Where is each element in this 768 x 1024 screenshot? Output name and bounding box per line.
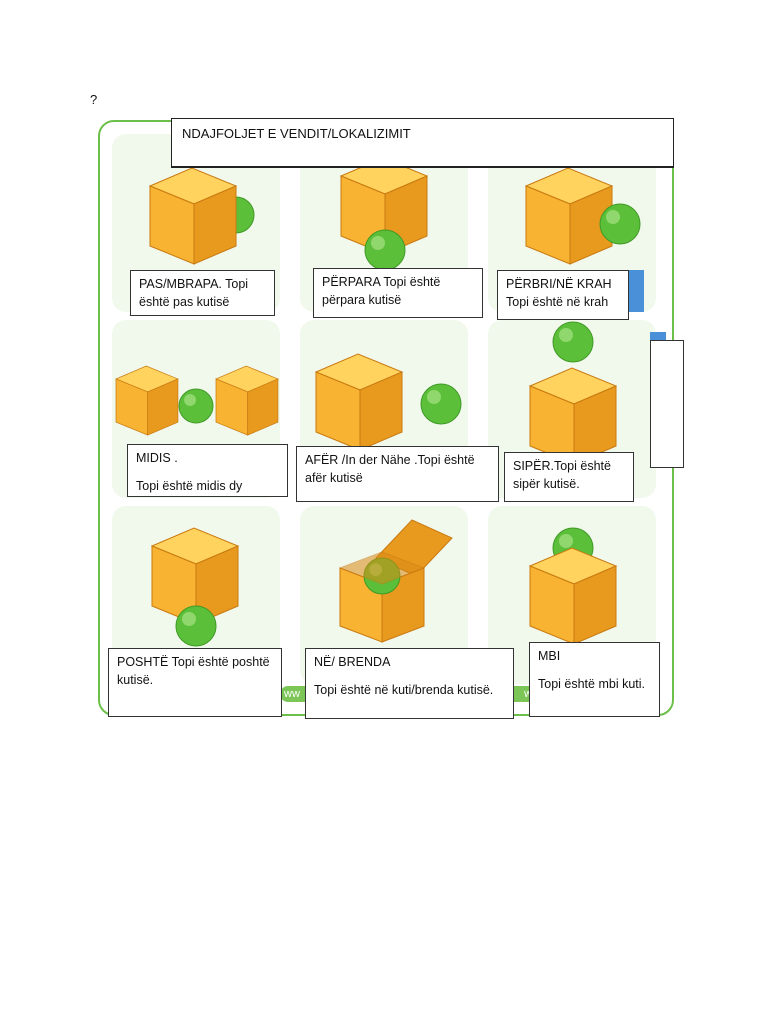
label-heading: NË/ BRENDA: [314, 655, 391, 669]
label-text: është pas kutisë: [139, 295, 230, 309]
ball-highlight: [427, 390, 441, 404]
label-text: afër kutisë: [305, 471, 363, 485]
label-midis: MIDIS . Topi është midis dy: [127, 444, 288, 497]
footer-url: ww: [284, 688, 300, 700]
ball-highlight: [559, 534, 573, 548]
label-text: Topi është në kuti/brenda kutisë.: [314, 683, 494, 697]
illustration-behind: [148, 167, 255, 265]
illustration-on-top: [528, 527, 618, 645]
illustration-beside: [524, 167, 641, 265]
label-siper: SIPËR.Topi është sipër kutisë.: [504, 452, 634, 502]
label-heading: SIPËR.Topi është: [513, 459, 611, 473]
label-poshte: POSHTË Topi është poshtë kutisë.: [108, 648, 282, 717]
ball-highlight: [606, 210, 620, 224]
label-brenda: NË/ BRENDA Topi është në kuti/brenda kut…: [305, 648, 514, 719]
illustration-above: [528, 321, 618, 465]
illustration-below: [150, 527, 240, 647]
label-text: përpara kutisë: [322, 293, 402, 307]
label-pas: PAS/MBRAPA. Topi është pas kutisë: [130, 270, 275, 316]
ball-highlight: [182, 612, 196, 626]
empty-side-box: [650, 340, 684, 468]
illustration-between: [115, 365, 279, 436]
ball-highlight: [559, 328, 573, 342]
label-text: sipër kutisë.: [513, 477, 580, 491]
blue-tab: [628, 270, 644, 312]
illustration-inside: [338, 519, 453, 643]
label-text: kutisë.: [117, 673, 154, 687]
label-heading: POSHTË Topi është poshtë: [117, 655, 270, 669]
label-text: Topi është në krah: [506, 295, 609, 309]
label-heading: AFËR /In der Nähe .Topi është: [305, 453, 475, 467]
worksheet-title: NDAJFOLJET E VENDIT/LOKALIZIMIT: [171, 118, 674, 168]
ball-highlight: [371, 236, 385, 250]
label-heading: PËRBRI/NË KRAH: [506, 277, 612, 291]
label-heading: MBI: [538, 649, 561, 663]
label-perpara: PËRPARA Topi është përpara kutisë: [313, 268, 483, 318]
label-mbi: MBI Topi është mbi kuti.: [529, 642, 660, 717]
label-heading: PAS/MBRAPA. Topi: [139, 277, 249, 291]
label-perbri: PËRBRI/NË KRAH Topi është në krah: [497, 270, 629, 320]
label-heading: PËRPARA Topi është: [322, 275, 441, 289]
question-mark: ?: [90, 92, 98, 107]
label-text: Topi është mbi kuti.: [538, 677, 645, 691]
label-heading: MIDIS .: [136, 451, 178, 465]
illustration-in-front: [339, 157, 429, 271]
ball-highlight: [184, 394, 196, 406]
illustration-near: [314, 353, 462, 451]
label-text: Topi është midis dy: [136, 479, 243, 493]
label-afer: AFËR /In der Nähe .Topi është afër kutis…: [296, 446, 499, 502]
